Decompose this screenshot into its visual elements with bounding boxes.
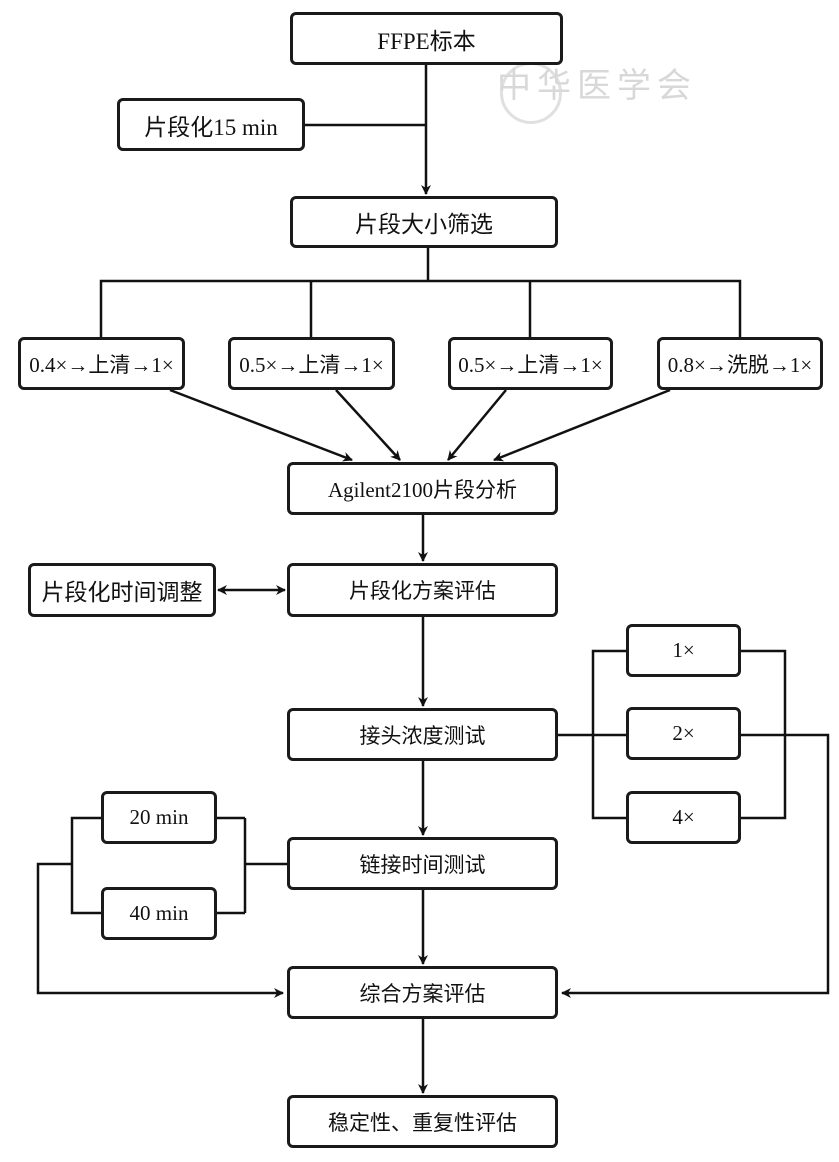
node-frag15: 片段化15 min xyxy=(117,98,305,151)
node-agilent: Agilent2100片段分析 xyxy=(287,462,558,515)
edge-ratio1-agilent xyxy=(169,388,353,462)
node-size-select: 片段大小筛选 xyxy=(290,196,558,248)
edge-ratio2-agilent xyxy=(335,389,401,461)
node-ligation-test: 链接时间测试 xyxy=(287,837,558,890)
node-adapter-1x: 1× xyxy=(626,624,741,677)
node-adapter-4x: 4× xyxy=(626,791,741,844)
node-ffpe: FFPE标本 xyxy=(290,12,563,65)
node-overall-eval: 综合方案评估 xyxy=(287,966,558,1019)
edge-ratio4-agilent xyxy=(493,388,671,462)
node-lig-40: 40 min xyxy=(101,887,217,940)
node-ratio-3: 0.5×→上清→1× xyxy=(448,337,613,390)
watermark-text: 中华医学会 xyxy=(497,66,697,106)
edge-ratio3-agilent xyxy=(447,389,507,461)
node-adapter-2x: 2× xyxy=(626,707,741,760)
edge-adapter-overall xyxy=(561,733,830,998)
node-lig-20: 20 min xyxy=(101,791,217,844)
node-ratio-1: 0.4×→上清→1× xyxy=(18,337,185,390)
node-ratio-2: 0.5×→上清→1× xyxy=(228,337,395,390)
node-stability-eval: 稳定性、重复性评估 xyxy=(287,1095,558,1148)
edge-branch-bus xyxy=(99,279,742,337)
node-frag-eval: 片段化方案评估 xyxy=(287,563,558,617)
node-adapter-test: 接头浓度测试 xyxy=(287,708,558,761)
edge-ligation-overall-loop xyxy=(36,862,284,998)
node-frag-time-adjust: 片段化时间调整 xyxy=(28,563,216,617)
node-ratio-4: 0.8×→洗脱→1× xyxy=(657,337,823,390)
